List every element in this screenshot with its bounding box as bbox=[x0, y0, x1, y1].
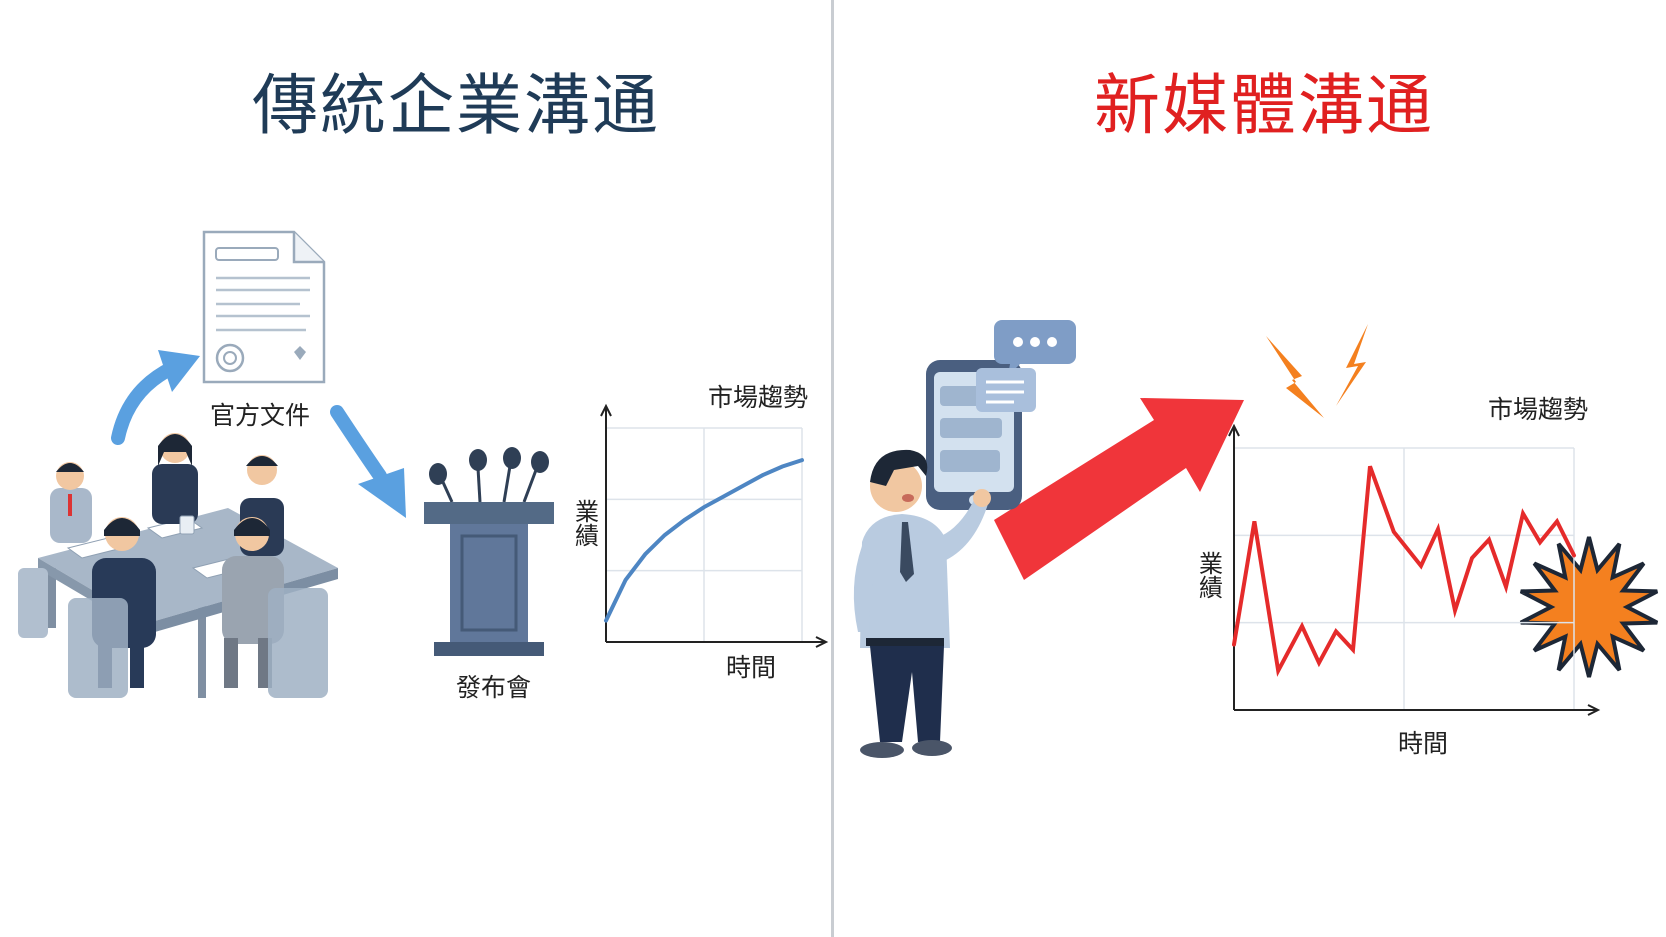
meeting-table-illustration bbox=[18, 433, 338, 698]
right-chart-title: 市場趨勢 bbox=[1488, 395, 1589, 424]
y-axis-arrowhead bbox=[1228, 423, 1240, 437]
podium-label: 發布會 bbox=[456, 673, 532, 702]
y-axis-arrowhead bbox=[600, 403, 612, 417]
traditional-communication-title: 傳統企業溝通 bbox=[252, 67, 660, 144]
left-chart-y-label: 業績 bbox=[575, 498, 599, 550]
podium-icon bbox=[424, 447, 554, 656]
lightning-bolt-icon bbox=[1266, 336, 1324, 418]
left-chart-x-label: 時間 bbox=[726, 653, 777, 682]
new-media-communication-title: 新媒體溝通 bbox=[1094, 67, 1434, 144]
traditional-communication-panel: 傳統企業溝通 官方文件 bbox=[0, 0, 832, 937]
right-chart-x-label: 時間 bbox=[1398, 729, 1449, 758]
x-axis-arrowhead bbox=[1587, 704, 1601, 716]
right-market-trend-chart bbox=[1228, 423, 1601, 716]
chat-bubble-icon bbox=[994, 320, 1076, 376]
document-icon bbox=[202, 230, 326, 384]
x-axis-arrowhead bbox=[815, 636, 829, 648]
explosion-burst-icon bbox=[1519, 536, 1659, 678]
left-market-trend-chart bbox=[600, 403, 829, 648]
document-label: 官方文件 bbox=[210, 401, 311, 430]
left-chart-title: 市場趨勢 bbox=[708, 383, 809, 412]
lightning-bolt-icon bbox=[1336, 324, 1368, 406]
big-red-arrow-icon bbox=[994, 398, 1244, 580]
panel-divider bbox=[831, 0, 834, 937]
man-with-phone-illustration bbox=[853, 449, 991, 758]
series-line bbox=[1232, 465, 1576, 677]
series-line bbox=[604, 458, 804, 623]
right-chart-y-label: 業績 bbox=[1199, 550, 1223, 602]
message-bubble-icon bbox=[976, 368, 1036, 412]
new-media-communication-panel: 新媒體溝通 bbox=[834, 0, 1666, 937]
